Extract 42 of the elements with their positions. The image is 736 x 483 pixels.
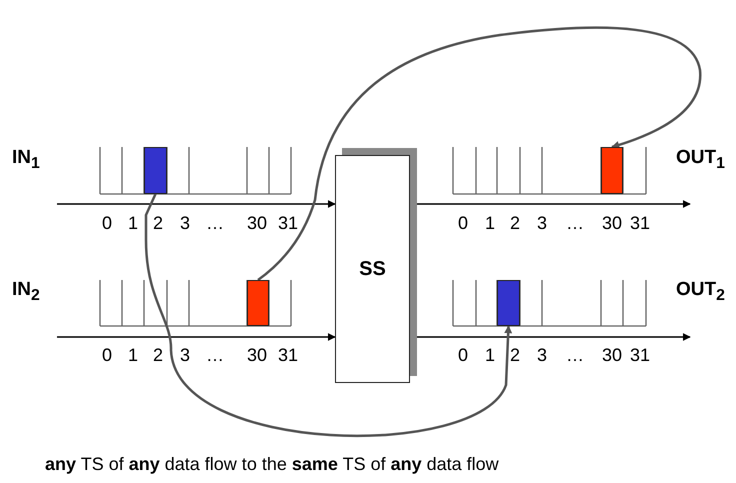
slot-number: 3	[537, 346, 547, 364]
output-label: OUT$_{2}$	[676, 280, 725, 304]
slot-number: 0	[102, 214, 112, 232]
time-slot	[247, 280, 269, 326]
slot-number: 1	[128, 346, 138, 364]
slot-number: …	[566, 214, 584, 232]
input-label: IN$_{2}$	[12, 280, 40, 304]
slot-number: 3	[180, 346, 190, 364]
arrow	[57, 333, 336, 341]
slot-number: 0	[102, 346, 112, 364]
switch-label: SS	[359, 258, 386, 280]
slot-number: 0	[458, 346, 468, 364]
slot-number: 2	[153, 214, 163, 232]
time-slot	[601, 147, 623, 194]
slot-number: 2	[510, 346, 520, 364]
slot-number: 3	[537, 214, 547, 232]
slot-number: 30	[246, 346, 268, 364]
slot-number: 31	[630, 346, 650, 364]
curved-arrow	[144, 193, 512, 437]
slot-number: 1	[485, 214, 495, 232]
input-label: IN$_{1}$	[12, 148, 40, 172]
slot-number: 1	[485, 346, 495, 364]
slot-number: 30	[246, 214, 268, 232]
slot-number: …	[206, 214, 224, 232]
slot-number: …	[206, 346, 224, 364]
output-label: OUT$_{1}$	[676, 148, 725, 172]
slot-number: 31	[630, 214, 650, 232]
caption: any TS of any data flow to the same TS of any data flow	[45, 455, 499, 473]
time-slot	[497, 280, 520, 326]
slot-number: 0	[458, 214, 468, 232]
time-slot	[144, 147, 167, 194]
slot-number: 30	[602, 346, 622, 364]
slot-number: 2	[510, 214, 520, 232]
arrow	[57, 200, 336, 208]
slot-number: 1	[128, 214, 138, 232]
slot-number: 30	[602, 214, 622, 232]
slot-number: 2	[153, 346, 163, 364]
curved-arrow	[257, 26, 702, 281]
slot-number: 31	[278, 346, 298, 364]
slot-number: 3	[180, 214, 190, 232]
slot-number: …	[566, 346, 584, 364]
slot-number: 31	[278, 214, 298, 232]
